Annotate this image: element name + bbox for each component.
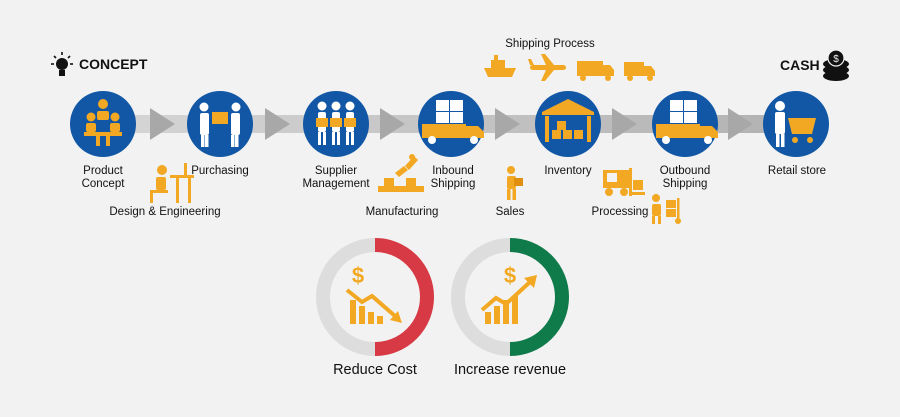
reduce-cost-donut: $ bbox=[316, 238, 434, 356]
dollar-chart-up-icon: $ bbox=[480, 263, 537, 324]
loaded-truck-icon bbox=[656, 100, 718, 144]
svg-text:$: $ bbox=[504, 263, 516, 288]
step-node-retail-store bbox=[763, 91, 829, 157]
activity-label-sales: Sales bbox=[495, 206, 525, 218]
step-label-supplier-management: Supplier Management bbox=[302, 165, 370, 190]
forklift-icon bbox=[603, 168, 645, 196]
step-node-inventory bbox=[535, 91, 601, 157]
robot-arm-icon bbox=[378, 154, 424, 192]
team-meeting-icon bbox=[84, 99, 122, 146]
step-label-inbound-shipping: Inbound Shipping bbox=[430, 165, 476, 190]
lightbulb-icon bbox=[51, 52, 73, 76]
step-label-inventory: Inventory bbox=[544, 165, 592, 177]
coin-stack-icon: $ bbox=[823, 49, 849, 81]
dollar-chart-down-icon: $ bbox=[345, 263, 402, 324]
delivery-person-icon bbox=[507, 166, 523, 200]
hand-truck-icon bbox=[652, 194, 681, 224]
ship-icon bbox=[484, 55, 516, 77]
step-node-outbound-shipping bbox=[652, 91, 718, 157]
cash-heading: CASH bbox=[780, 57, 820, 73]
step-node-inbound-shipping bbox=[418, 91, 484, 157]
step-node-supplier-management bbox=[303, 91, 369, 157]
handshake-box-icon bbox=[199, 102, 241, 147]
step-node-purchasing bbox=[187, 91, 253, 157]
reduce-cost-label: Reduce Cost bbox=[333, 362, 417, 378]
svg-text:$: $ bbox=[833, 54, 839, 65]
activity-label-design-engineering: Design & Engineering bbox=[109, 206, 221, 218]
step-label-outbound-shipping: Outbound Shipping bbox=[659, 165, 711, 190]
loaded-truck-icon bbox=[422, 100, 484, 144]
shopping-cart-icon bbox=[775, 101, 816, 147]
step-label-retail-store: Retail store bbox=[767, 165, 827, 177]
concept-heading: CONCEPT bbox=[79, 56, 148, 72]
activity-label-manufacturing: Manufacturing bbox=[365, 206, 439, 218]
van-icon bbox=[624, 62, 655, 81]
increase-revenue-donut: $ bbox=[451, 238, 569, 356]
activity-label-processing: Processing bbox=[591, 206, 649, 218]
step-label-purchasing: Purchasing bbox=[191, 165, 249, 177]
increase-revenue-label: Increase revenue bbox=[453, 362, 567, 378]
svg-text:$: $ bbox=[352, 263, 364, 288]
suppliers-icon bbox=[316, 101, 356, 145]
warehouse-icon bbox=[542, 99, 594, 142]
step-node-product-concept bbox=[70, 91, 136, 157]
designer-desk-icon bbox=[150, 163, 194, 203]
truck-icon bbox=[577, 61, 614, 81]
shipping-process-label: Shipping Process bbox=[505, 38, 595, 50]
step-label-product-concept: Product Concept bbox=[81, 165, 125, 190]
airplane-icon bbox=[528, 54, 566, 81]
